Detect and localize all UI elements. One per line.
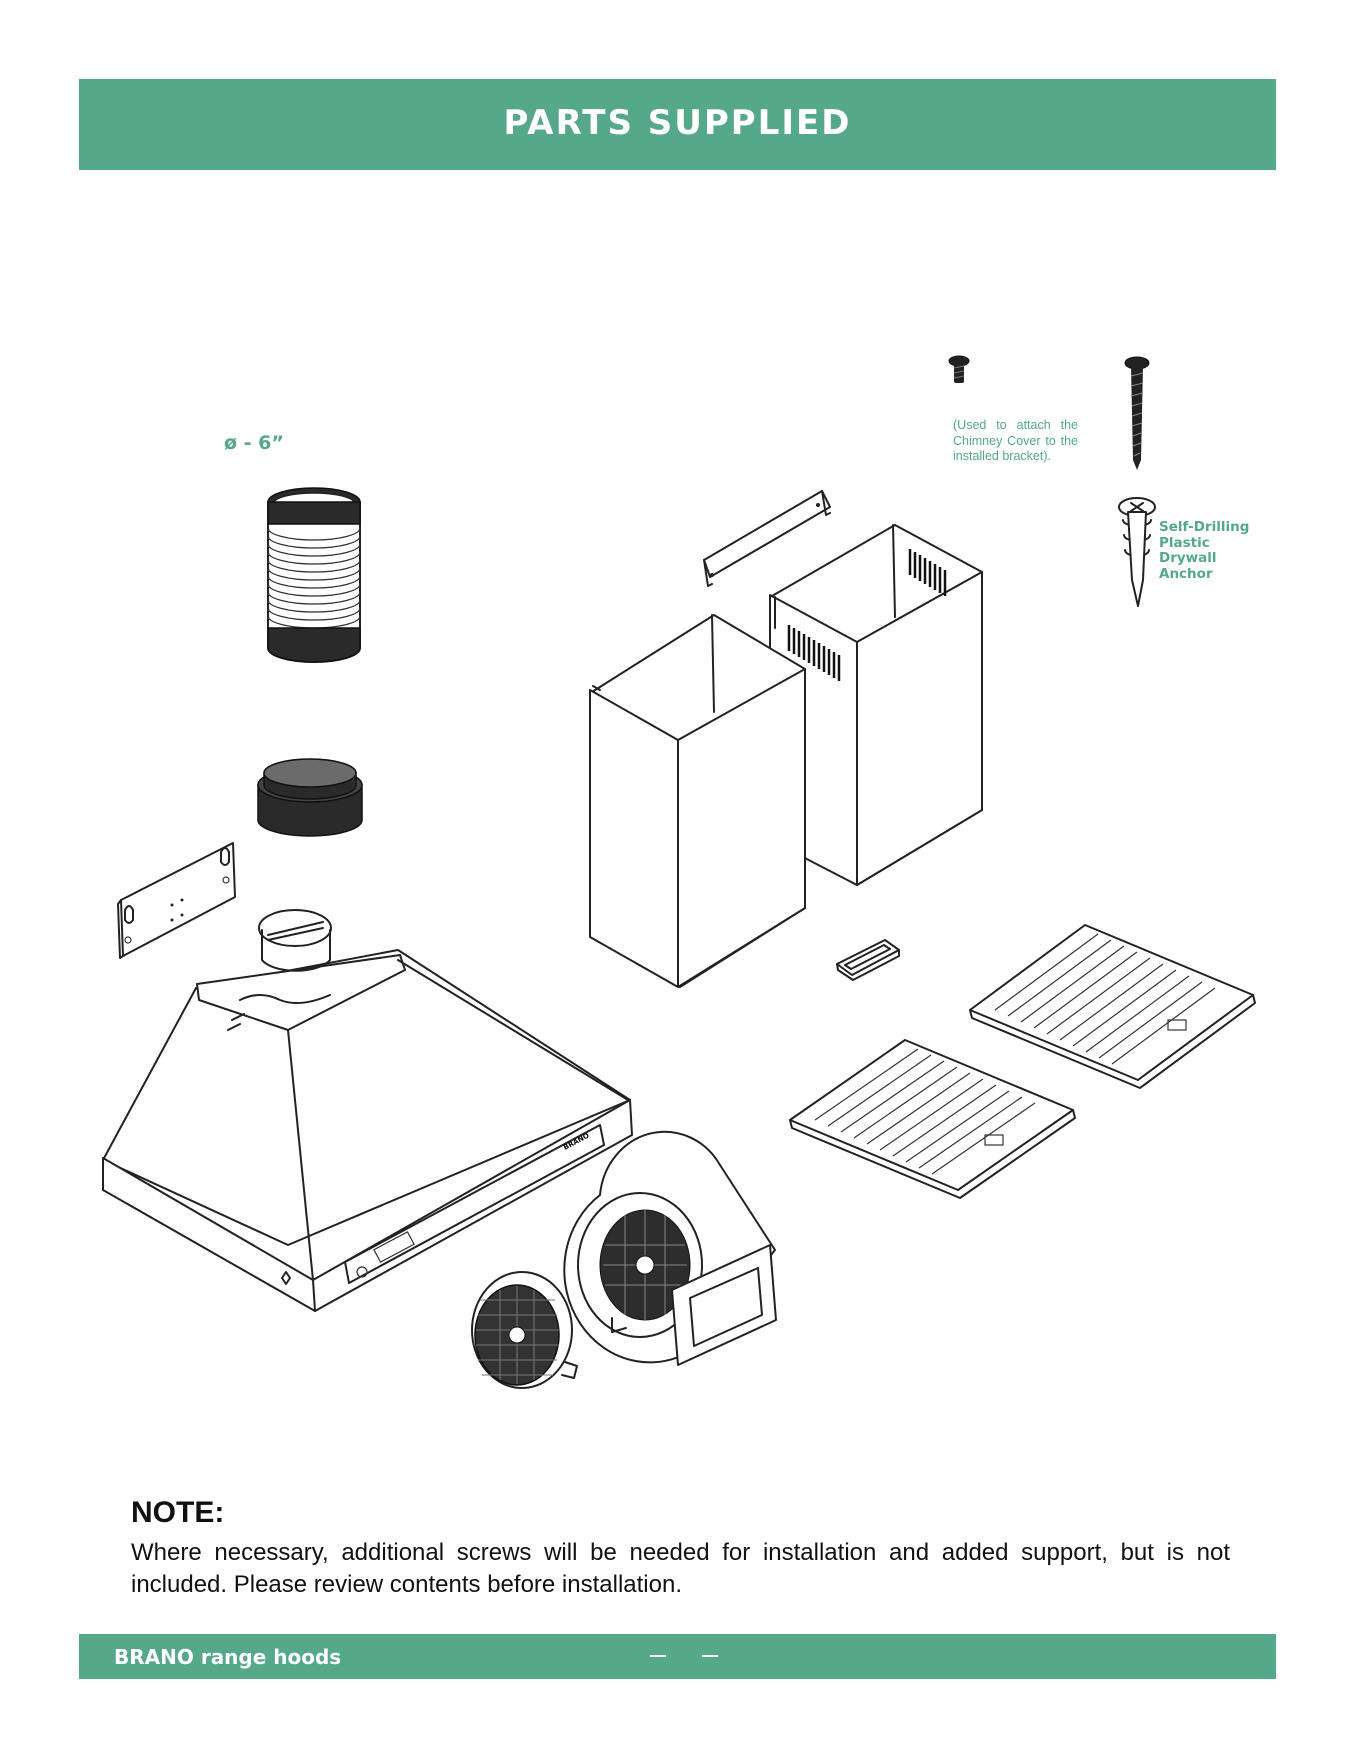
light-bracket-icon (836, 939, 900, 981)
baffle-filter-icon (969, 924, 1256, 1089)
note-body: Where necessary, additional screws will … (131, 1539, 1230, 1598)
lower-chimney-cover-icon (589, 614, 806, 988)
footer-band: BRANO range hoods (79, 1634, 1276, 1679)
duct-collar-icon (257, 758, 363, 837)
chimney-bracket-icon (703, 490, 831, 587)
baffle-filter-icon (789, 1039, 1076, 1199)
flexible-duct-icon (267, 487, 361, 663)
header-band: PARTS SUPPLIED (79, 79, 1276, 170)
range-hood-icon: BRANO (102, 909, 633, 1312)
footer-dash (650, 1655, 666, 1657)
duct-size-label: ø - 6” (224, 432, 284, 454)
long-screw-icon (1124, 356, 1150, 470)
small-screw-icon (948, 355, 970, 383)
footer-dash (702, 1655, 718, 1657)
wall-bracket-icon (117, 842, 236, 959)
anchor-label: Self-Drilling Plastic Drywall Anchor (1159, 519, 1250, 582)
chimney-screw-note: (Used to attach the Chimney Cover to the… (953, 418, 1078, 463)
page-title: PARTS SUPPLIED (503, 103, 852, 143)
note-heading: NOTE: (131, 1496, 225, 1529)
drywall-anchor-icon (1118, 497, 1156, 607)
blower-motor-icon (563, 1130, 777, 1366)
charcoal-filter-icon (471, 1271, 578, 1389)
footer-brand: BRANO range hoods (114, 1645, 342, 1669)
